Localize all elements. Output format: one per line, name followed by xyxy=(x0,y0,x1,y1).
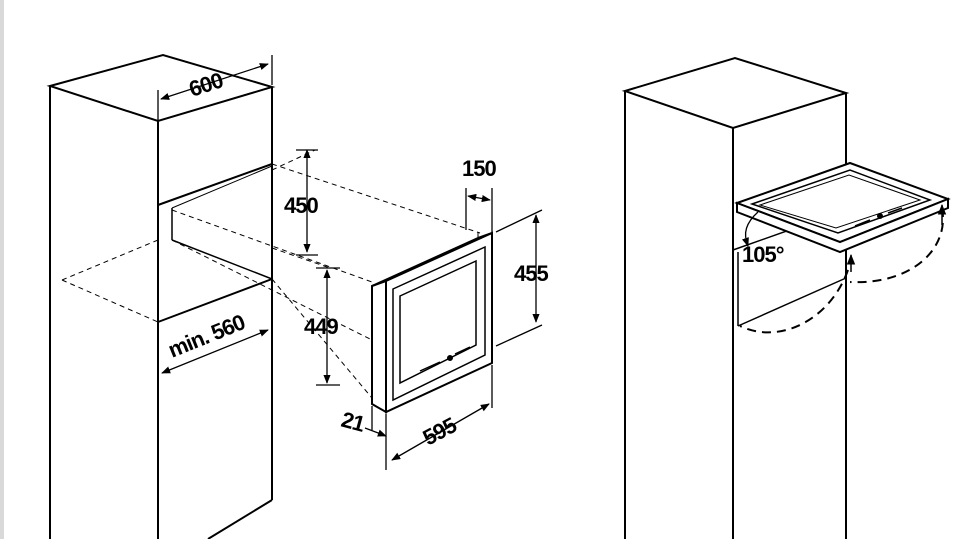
appliance-side xyxy=(371,279,387,414)
open-appliance-screen xyxy=(749,169,933,234)
appliance xyxy=(371,231,493,414)
label-449: 449 xyxy=(304,314,338,339)
dimension-lines xyxy=(157,55,543,470)
left-edge-rule xyxy=(0,0,4,539)
right-cabinet-top xyxy=(621,56,850,130)
open-appliance-knob xyxy=(877,213,883,219)
dim-21-line xyxy=(364,427,387,437)
niche-inner-floor xyxy=(171,239,273,280)
left-cabinet xyxy=(46,53,276,539)
niche-inner-top xyxy=(171,165,273,209)
appliance-control-knob xyxy=(447,355,453,361)
label-595: 595 xyxy=(419,412,461,450)
appliance-front-frame xyxy=(385,231,493,414)
label-150: 150 xyxy=(462,156,496,181)
open-appliance-edge xyxy=(736,197,949,254)
appliance-front-inner xyxy=(392,245,486,402)
dim-595-line xyxy=(391,403,490,461)
swing-arrows xyxy=(846,203,947,272)
appliance-top-back xyxy=(371,237,479,287)
left-cabinet-top xyxy=(46,53,276,123)
niche-bottom-edge xyxy=(157,278,273,323)
niche-top-edge xyxy=(157,163,273,206)
dim-150-line xyxy=(467,193,491,203)
left-cabinet-base xyxy=(207,499,273,539)
label-21: 21 xyxy=(339,407,368,437)
right-cabinet xyxy=(621,56,850,539)
angle-indicator xyxy=(741,211,759,247)
door-swing-arcs xyxy=(739,207,945,334)
dim-600-line xyxy=(160,63,269,100)
appliance-screen xyxy=(399,259,477,385)
open-appliance xyxy=(734,161,951,254)
label-455: 455 xyxy=(514,261,548,286)
label-105-degrees: 105° xyxy=(742,242,784,267)
dim-560-line xyxy=(161,329,269,374)
label-450: 450 xyxy=(284,193,318,218)
